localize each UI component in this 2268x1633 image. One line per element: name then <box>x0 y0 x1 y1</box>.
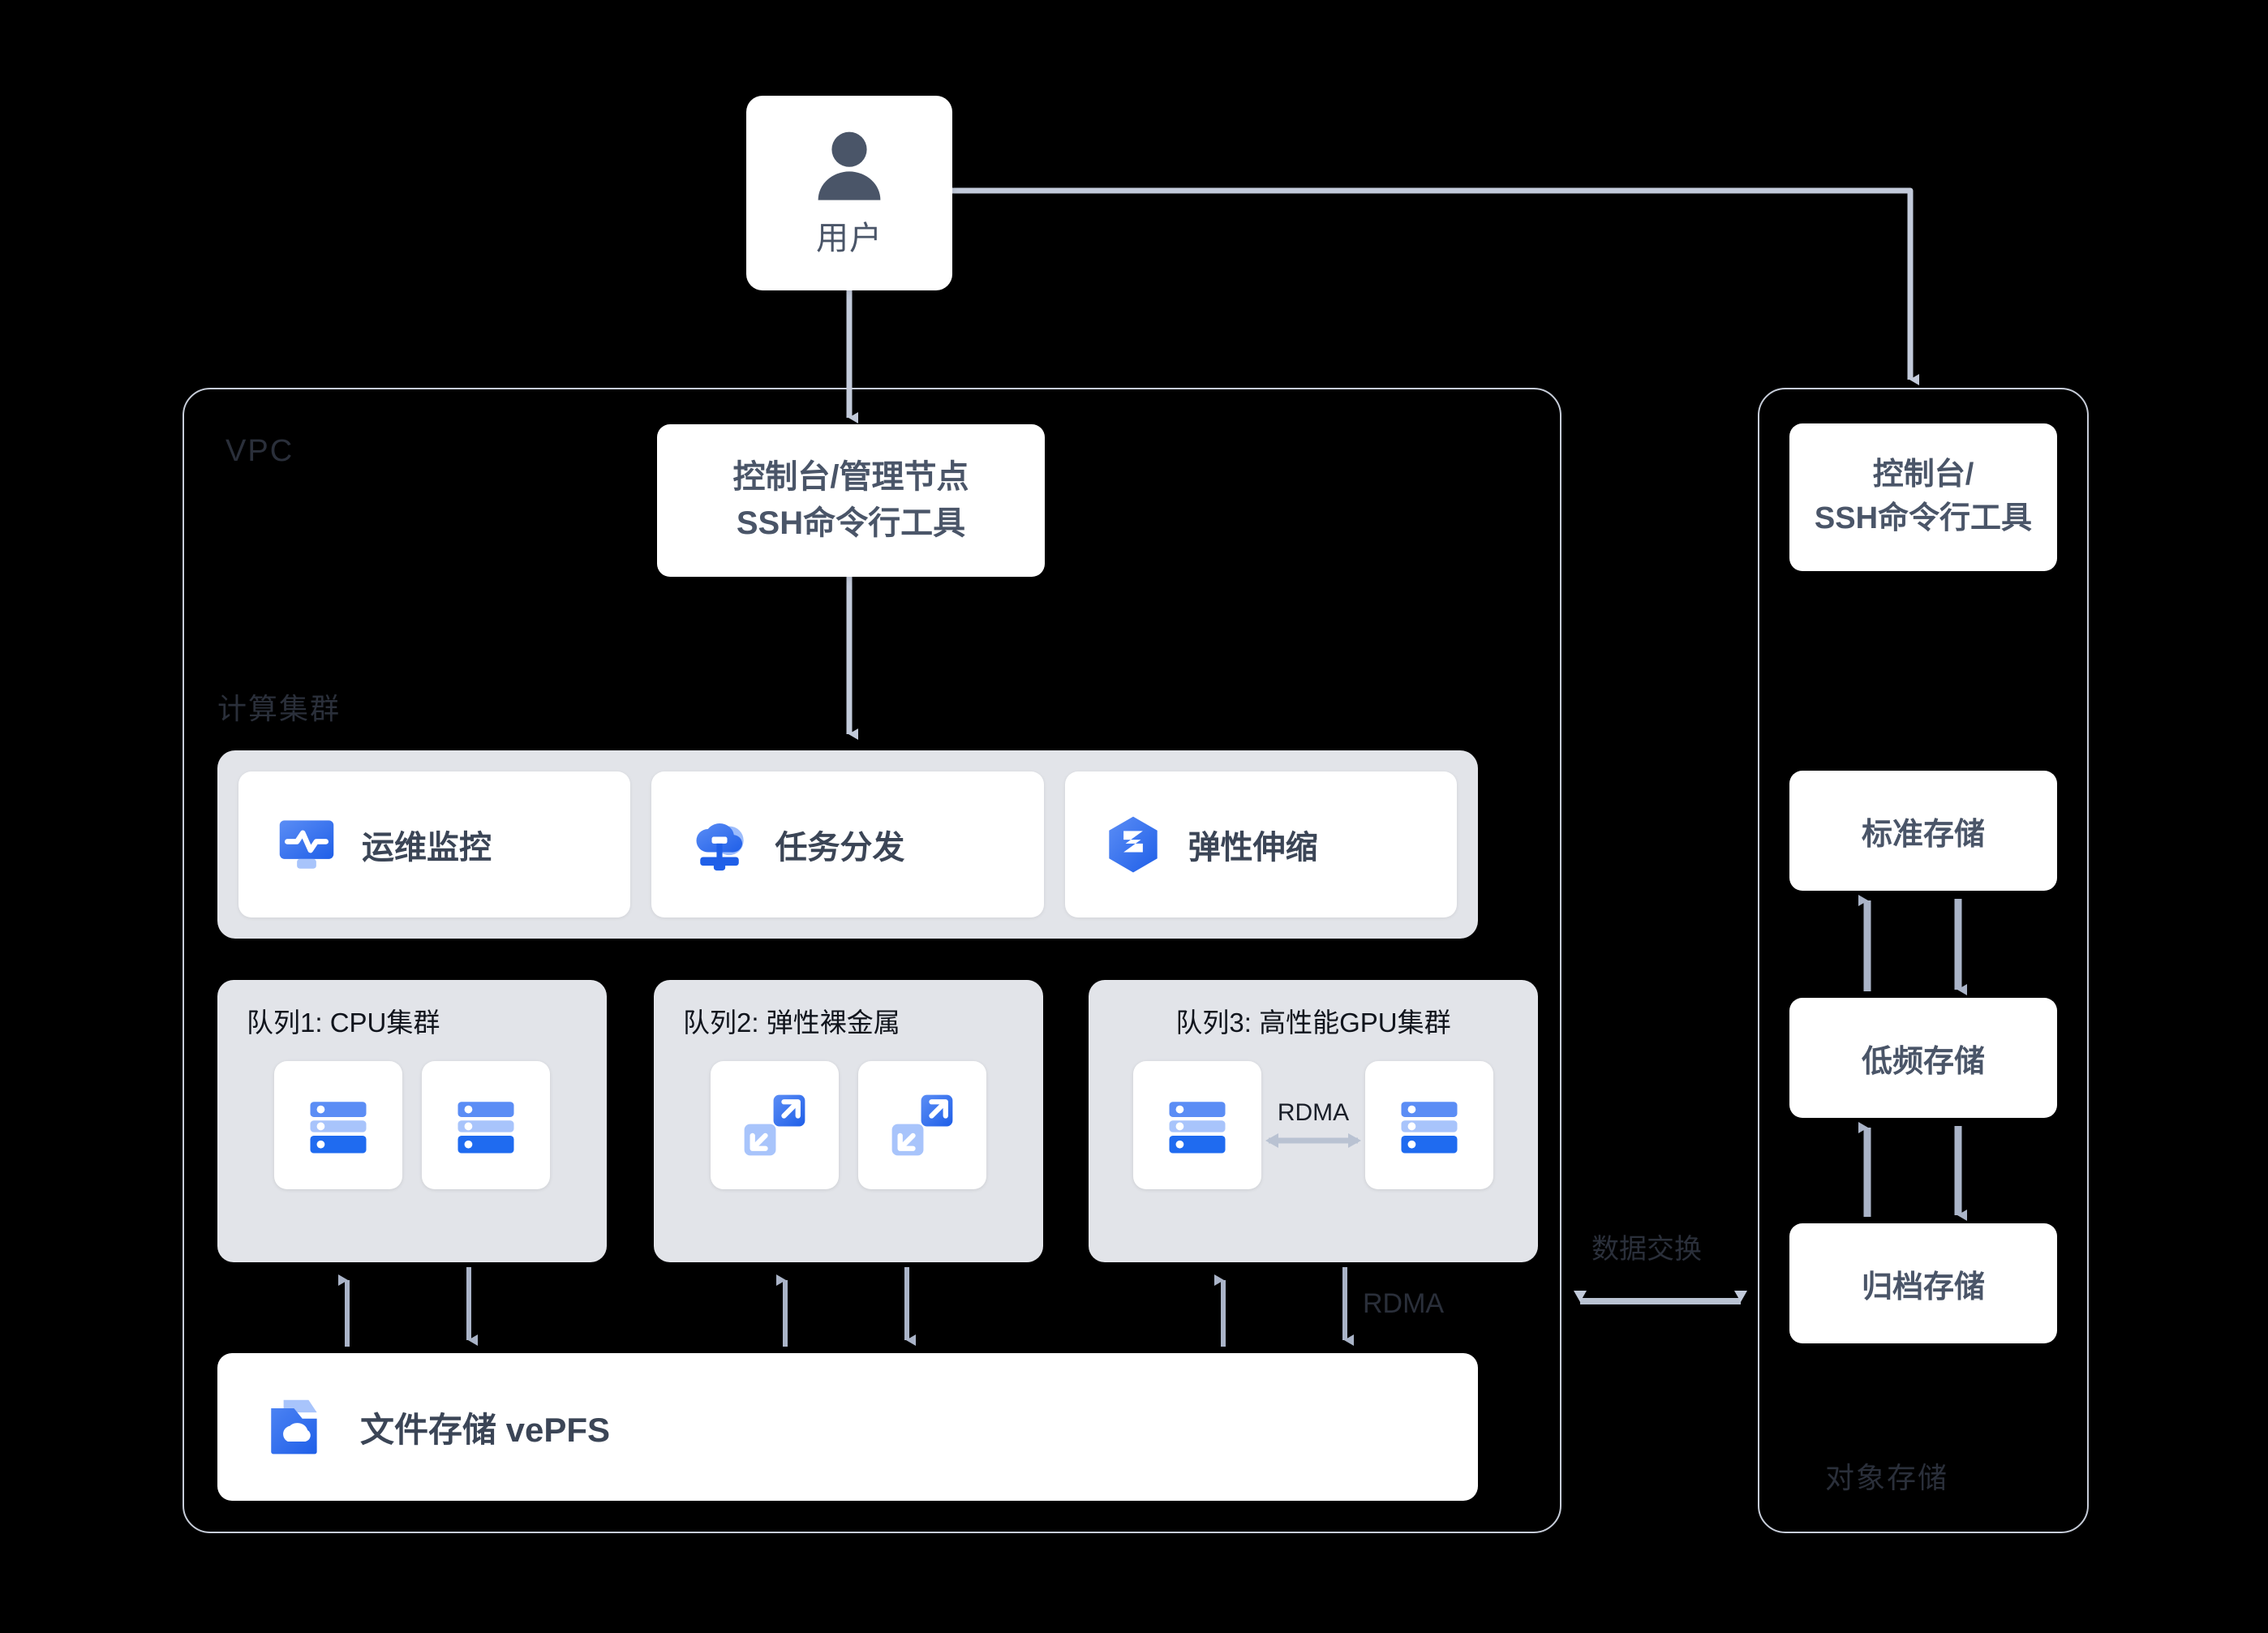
rdma-label: RDMA <box>1277 1099 1350 1126</box>
rdma-link-label: RDMA <box>1363 1288 1445 1319</box>
tier-label: 归档存储 <box>1861 1270 1985 1304</box>
hexagon-scale-icon <box>1108 816 1158 873</box>
compute-node[interactable] <box>711 1061 839 1189</box>
object-storage-label: 对象存储 <box>1825 1461 1949 1494</box>
compute-node[interactable] <box>1133 1061 1261 1189</box>
console-line-2: SSH命令行工具 <box>736 505 966 541</box>
user-node[interactable]: 用户 <box>746 96 952 290</box>
queue-panel-gpu: 队列3: 高性能GPU集群 RDMA <box>1089 980 1538 1262</box>
cloud-distribute-icon <box>696 823 745 871</box>
queue-title: 队列1: CPU集群 <box>247 1008 440 1038</box>
object-storage-console[interactable]: 控制台/ SSH命令行工具 <box>1789 423 2057 571</box>
queue-node-row <box>217 1061 607 1189</box>
tier-label: 标准存储 <box>1861 817 1985 852</box>
service-card-task-dispatch[interactable]: 任务分发 <box>651 771 1044 917</box>
rdma-interconnect: RDMA <box>1261 1099 1365 1151</box>
obj-console-line-1: 控制台/ <box>1872 458 1974 492</box>
queue-title: 队列2: 弹性裸金属 <box>683 1008 900 1038</box>
server-icon <box>1169 1102 1226 1154</box>
data-exchange-label: 数据交换 <box>1591 1234 1702 1265</box>
queue-title: 队列3: 高性能GPU集群 <box>1175 1008 1451 1038</box>
storage-tier-infrequent[interactable]: 低频存储 <box>1789 998 2057 1118</box>
resize-arrows-icon <box>744 1094 805 1156</box>
service-card-monitoring[interactable]: 运维监控 <box>238 771 631 917</box>
obj-console-line-2: SSH命令行工具 <box>1814 501 2033 535</box>
file-storage-vepfs[interactable]: 文件存储 vePFS <box>217 1353 1478 1501</box>
queue-panel-bare-metal: 队列2: 弹性裸金属 <box>654 980 1043 1262</box>
compute-node[interactable] <box>1365 1061 1493 1189</box>
compute-node[interactable] <box>274 1061 402 1189</box>
folder-cloud-icon <box>271 1399 317 1455</box>
person-icon <box>818 131 881 200</box>
service-label: 任务分发 <box>775 830 905 866</box>
server-icon <box>1401 1102 1458 1154</box>
compute-node[interactable] <box>422 1061 550 1189</box>
storage-tier-archive[interactable]: 归档存储 <box>1789 1223 2057 1343</box>
vpc-label: VPC <box>226 434 294 468</box>
console-line-1: 控制台/管理节点 <box>732 459 969 496</box>
user-label: 用户 <box>816 221 883 256</box>
monitor-pulse-icon <box>279 820 334 869</box>
queue-node-row <box>654 1061 1043 1189</box>
queue-panel-cpu: 队列1: CPU集群 <box>217 980 607 1262</box>
services-strip: 运维监控 任务分发 <box>217 750 1478 939</box>
console-management-node[interactable]: 控制台/管理节点 SSH命令行工具 <box>657 424 1045 577</box>
vpc-container <box>183 388 1561 1533</box>
tier-label: 低频存储 <box>1861 1044 1985 1079</box>
service-label: 弹性伸缩 <box>1188 830 1318 866</box>
compute-node[interactable] <box>858 1061 986 1189</box>
object-storage-panel <box>1758 388 2089 1533</box>
server-icon <box>457 1102 514 1154</box>
server-icon <box>310 1102 367 1154</box>
file-storage-label: 文件存储 vePFS <box>360 1410 611 1449</box>
storage-tier-standard[interactable]: 标准存储 <box>1789 771 2057 891</box>
service-card-autoscaling[interactable]: 弹性伸缩 <box>1064 771 1457 917</box>
connector-user-to-object-storage <box>952 187 1919 385</box>
compute-cluster-label: 计算集群 <box>217 692 341 725</box>
resize-arrows-icon <box>891 1094 953 1156</box>
service-label: 运维监控 <box>362 830 492 866</box>
bidirectional-arrow-icon <box>1265 1133 1361 1148</box>
queue-node-row: RDMA <box>1089 1061 1538 1189</box>
